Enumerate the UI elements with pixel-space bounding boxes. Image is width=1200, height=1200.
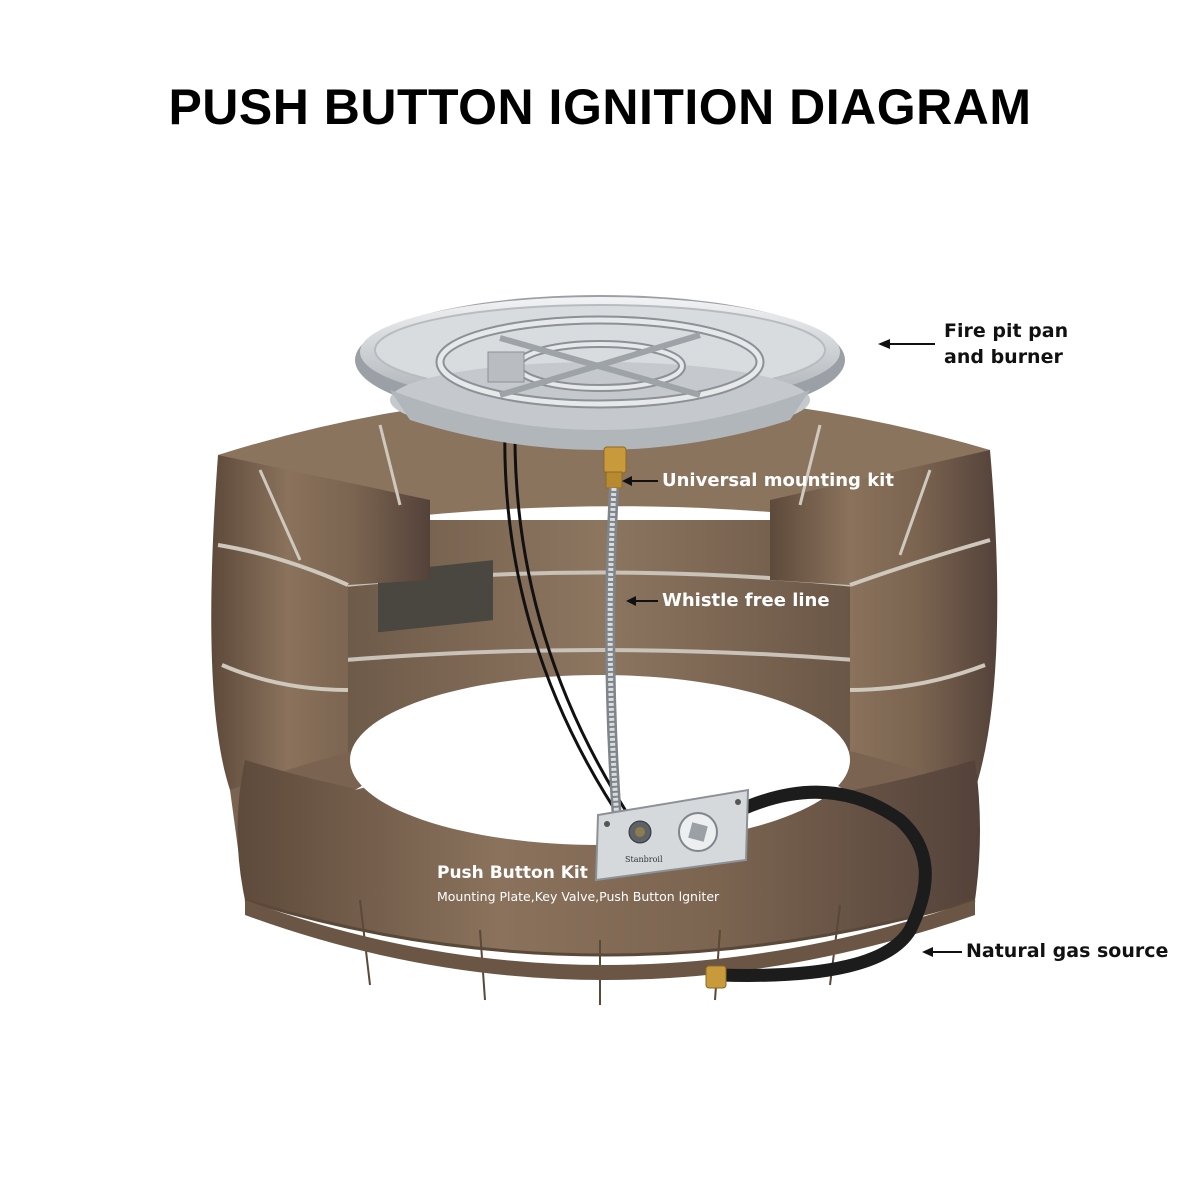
callout-arrows <box>622 339 962 957</box>
fire-pit-pan-label: Fire pit pan and burner <box>944 318 1068 370</box>
natural-gas-source-label: Natural gas source <box>966 940 1169 962</box>
universal-mounting-kit-label: Universal mounting kit <box>662 470 894 491</box>
push-button-kit-label: Push Button Kit <box>437 863 588 883</box>
igniter-wires <box>503 424 637 826</box>
burner-ring <box>435 315 765 409</box>
push-button-kit-sublabel: Mounting Plate,Key Valve,Push Button lgn… <box>437 889 720 904</box>
natural-gas-hose <box>705 785 932 989</box>
diagram-title: PUSH BUTTON IGNITION DIAGRAM <box>168 79 1032 135</box>
push-button-kit <box>594 788 750 882</box>
universal-mounting-kit <box>603 446 627 489</box>
whistle-free-line <box>605 487 622 821</box>
whistle-free-line-label: Whistle free line <box>662 590 830 611</box>
fire-pit-pan-label-line2: and burner <box>944 346 1063 368</box>
fire-pit-pan-label-line1: Fire pit pan <box>944 320 1069 342</box>
plate-brand-text: Stanbroil <box>625 855 663 864</box>
